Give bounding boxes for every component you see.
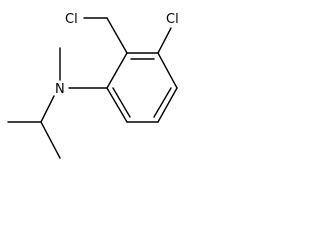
- chemical-structure-diagram: Cl Cl N: [7, 12, 179, 159]
- benzene-ring: [106, 52, 178, 123]
- ring-bond-c1-c2: [106, 52, 128, 89]
- ring-bond-c6-c1: [106, 87, 128, 123]
- ring-double-bond-c6-c1: [112, 87, 131, 118]
- bond-ring-to-cl: [157, 27, 172, 54]
- ring-chlorine-label: Cl: [166, 12, 179, 27]
- chloromethyl-chlorine-label: Cl: [65, 12, 78, 27]
- bond-ring-to-ch2: [106, 17, 128, 54]
- nitrogen-label: N: [55, 82, 65, 97]
- ring-double-bond-c4-c5: [153, 87, 172, 118]
- bond-isopropyl-to-methyl-right: [40, 121, 61, 159]
- ring-bond-c4-c5: [157, 87, 178, 123]
- bond-nitrogen-to-isopropyl: [40, 95, 55, 123]
- ring-bond-c3-c4: [157, 52, 178, 89]
